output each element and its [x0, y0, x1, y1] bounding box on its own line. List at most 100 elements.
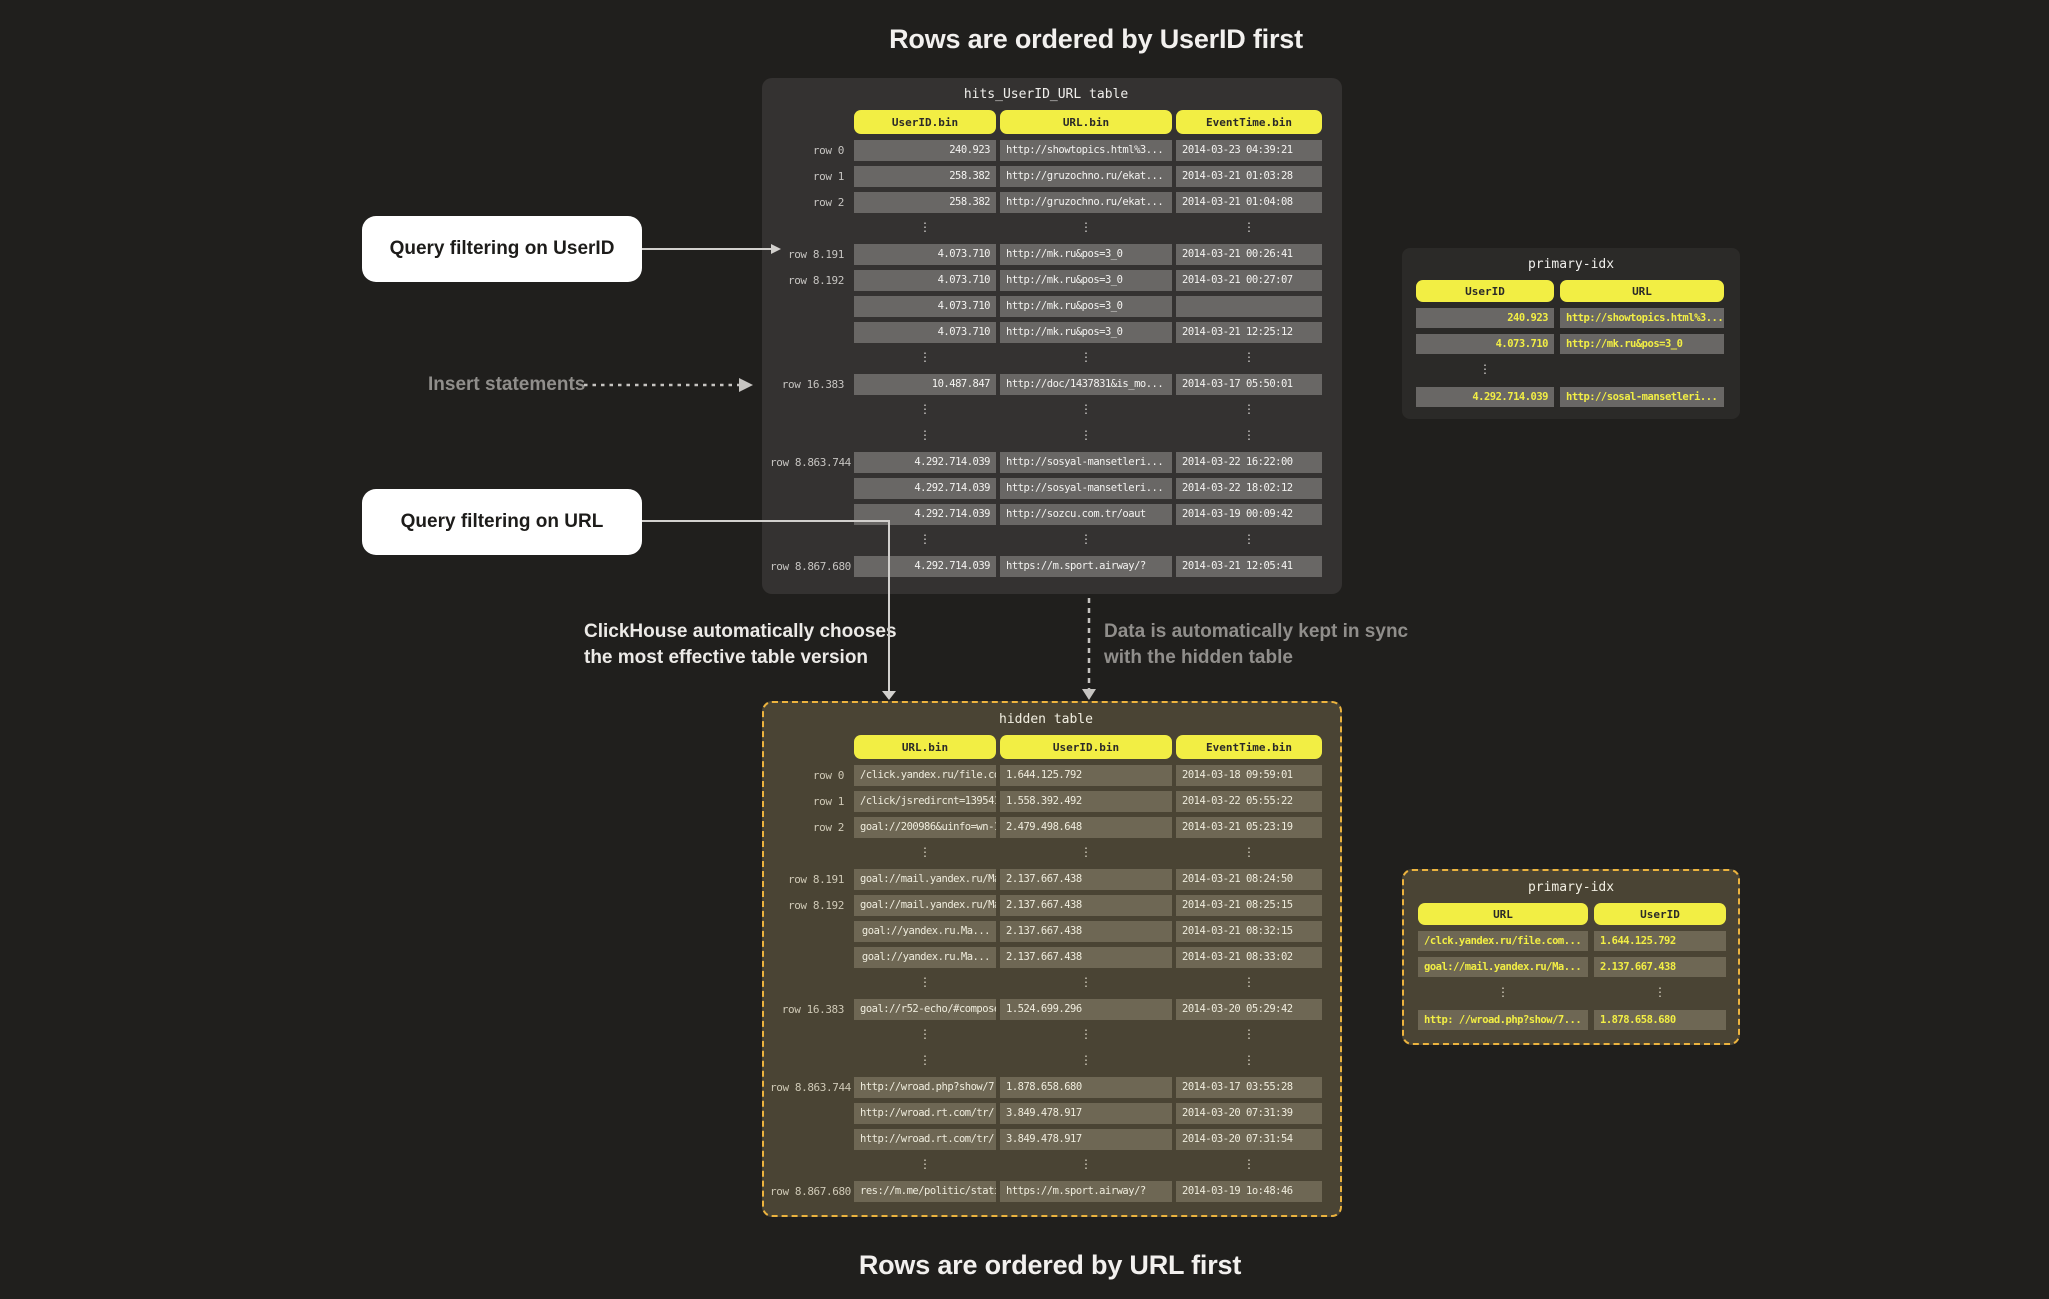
hits-table-title: hits_UserID_URL table	[963, 87, 1129, 102]
row-label: row 16.383	[781, 378, 845, 391]
table-row: http://wroad.rt.com/tr/...3.849.478.9172…	[770, 1103, 1322, 1124]
table-cell: 2014-03-18 09:59:01	[1176, 765, 1322, 786]
hidden-table-title: hidden table	[999, 712, 1093, 727]
row-label: row 8.192	[787, 899, 844, 912]
table-cell: 2014-03-21 05:23:19	[1176, 817, 1322, 838]
bottom-title: Rows are ordered by URL first	[858, 1250, 1242, 1280]
ellipsis-dots: ⋮	[919, 532, 931, 546]
ellipsis-dots: ⋮	[919, 1157, 931, 1171]
table-row: /clck.yandex.ru/file.com...1.644.125.792	[1418, 931, 1726, 951]
table-cell: 4.292.714.039	[1416, 387, 1554, 407]
table-cell: 10.487.847	[854, 374, 996, 395]
row-label	[770, 1155, 850, 1176]
primary-idx-bottom-rows: /clck.yandex.ru/file.com...1.644.125.792…	[1418, 931, 1726, 1030]
row-label-spacer	[770, 735, 850, 759]
row-label	[770, 348, 850, 369]
table-cell: http://mk.ru&pos=3_0	[1000, 270, 1172, 291]
table-cell: 2014-03-22 05:55:22	[1176, 791, 1322, 812]
table-row: row 16.383goal://r52-echo/#compose...1.5…	[770, 999, 1322, 1020]
ellipsis-dots: ⋮	[919, 428, 931, 442]
table-cell: 1.878.658.680	[1594, 1010, 1726, 1030]
ellipsis-dots: ⋮	[1080, 975, 1092, 989]
table-cell: 3.849.478.917	[1000, 1129, 1172, 1150]
column-header: URL.bin	[1000, 110, 1172, 134]
row-label	[770, 843, 850, 864]
row-label: row 0	[812, 769, 845, 782]
ellipsis-dots: ⋮	[1654, 985, 1666, 999]
table-cell: 4.292.714.039	[854, 452, 996, 473]
ellipsis-dots: ⋮	[1080, 845, 1092, 859]
table-cell: 2014-03-21 08:33:02	[1176, 947, 1322, 968]
query-filtering-userid-label: Query filtering on UserID	[389, 238, 615, 259]
row-label: row 2	[812, 821, 845, 834]
row-label: row 2	[812, 196, 845, 209]
column-header: URL	[1418, 903, 1588, 925]
table-cell: 3.849.478.917	[1000, 1103, 1172, 1124]
table-cell: 2.137.667.438	[1594, 957, 1726, 977]
table-cell: http://doc/1437831&is_mo...	[1000, 374, 1172, 395]
table-cell: 2014-03-22 16:22:00	[1176, 452, 1322, 473]
column-header: URL	[1560, 280, 1724, 302]
ellipsis-dots: ⋮	[1080, 402, 1092, 416]
row-label: row 16.383	[781, 1003, 845, 1016]
table-cell: http://gruzochno.ru/ekat...	[1000, 166, 1172, 187]
table-cell: goal://mail.yandex.ru/Ma...	[1418, 957, 1588, 977]
table-cell: http://sosyal-mansetleri...	[1000, 452, 1172, 473]
table-cell: 1.644.125.792	[1000, 765, 1172, 786]
sync-dashed-arrow	[1082, 598, 1096, 700]
row-label: row 8.863.744	[770, 456, 851, 469]
table-cell: 4.073.710	[854, 270, 996, 291]
ellipsis-dots: ⋮	[1080, 1027, 1092, 1041]
table-cell: 2014-03-21 01:03:28	[1176, 166, 1322, 187]
table-row: goal://mail.yandex.ru/Ma... 2.137.667.438	[1418, 957, 1726, 977]
row-label: row 8.192	[787, 274, 844, 287]
table-row: ⋮⋮⋮	[770, 218, 1322, 239]
hidden-table-rows: row 0/click.yandex.ru/file.co ...1.644.1…	[770, 765, 1322, 1202]
table-cell: 4.292.714.039	[854, 556, 996, 577]
table-cell: 4.073.710	[1416, 334, 1554, 354]
table-cell: /click.yandex.ru/file.co ...	[854, 765, 996, 786]
table-cell: 2014-03-21 01:04:08	[1176, 192, 1322, 213]
table-row: ⋮⋮⋮	[770, 426, 1322, 447]
ellipsis-dots: ⋮	[1080, 350, 1092, 364]
table-cell: 2014-03-21 12:05:41	[1176, 556, 1322, 577]
table-row: http: //wroad.php?show/7...1.878.658.680	[1418, 1010, 1726, 1030]
ellipsis-dots: ⋮	[1479, 362, 1491, 376]
table-cell: 2.479.498.648	[1000, 817, 1172, 838]
table-row: ⋮⋮	[1418, 983, 1724, 1004]
table-row: row 8.192goal://mail.yandex.ru/Ma...2.13…	[770, 895, 1322, 916]
table-cell	[1176, 296, 1322, 317]
row-label: row 1	[812, 170, 845, 183]
row-label	[770, 1051, 850, 1072]
table-row: row 2goal://200986&uinfo=wn-1...2.479.49…	[770, 817, 1322, 838]
table-row: ⋮⋮⋮	[770, 1155, 1322, 1176]
row-label	[770, 400, 850, 421]
table-cell: 4.292.714.039	[854, 478, 996, 499]
table-cell: 2014-03-20 07:31:39	[1176, 1103, 1322, 1124]
table-cell: 2.137.667.438	[1000, 869, 1172, 890]
table-cell: 2014-03-19 1o:48:46	[1176, 1181, 1322, 1202]
table-cell: http://mk.ru&pos=3_0	[1000, 296, 1172, 317]
table-cell: 4.073.710	[854, 244, 996, 265]
row-label	[770, 1103, 850, 1124]
ellipsis-dots: ⋮	[1080, 1053, 1092, 1067]
ellipsis-dots: ⋮	[1243, 1027, 1255, 1041]
ellipsis-dots: ⋮	[1497, 985, 1509, 999]
table-cell: 2014-03-22 18:02:12	[1176, 478, 1322, 499]
table-cell: 1.524.699.296	[1000, 999, 1172, 1020]
table-row: ⋮⋮⋮	[770, 973, 1322, 994]
ellipsis-dots: ⋮	[1080, 428, 1092, 442]
